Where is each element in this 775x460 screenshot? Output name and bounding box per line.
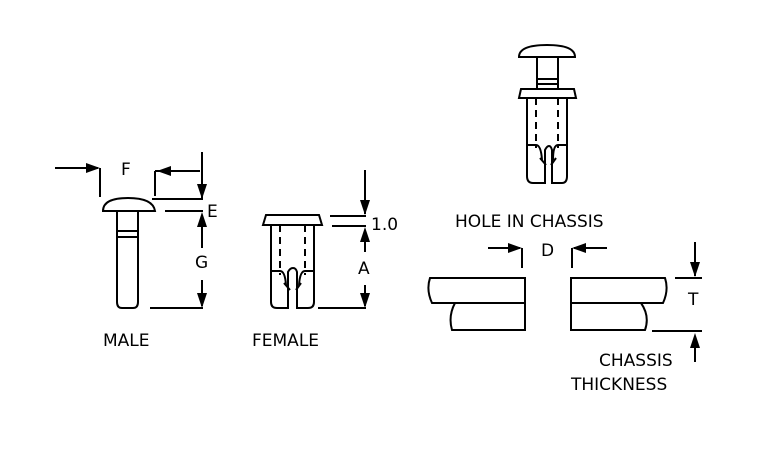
female-fastener bbox=[261, 214, 324, 309]
dimension-a: A bbox=[318, 227, 370, 309]
dimension-f: F bbox=[55, 160, 200, 197]
dimension-1-0: 1.0 bbox=[330, 170, 398, 235]
dim-label-1-0: 1.0 bbox=[371, 215, 398, 235]
label-female: FEMALE bbox=[252, 331, 319, 351]
dimension-t: T bbox=[652, 242, 702, 362]
chassis-right bbox=[570, 277, 668, 331]
dim-label-a: A bbox=[358, 259, 370, 279]
dim-label-t: T bbox=[687, 290, 699, 310]
label-chassis: CHASSIS bbox=[599, 351, 673, 371]
dimension-d: D bbox=[488, 241, 607, 268]
label-thickness: THICKNESS bbox=[570, 375, 667, 395]
dim-label-f: F bbox=[121, 160, 131, 180]
dim-label-d: D bbox=[541, 241, 554, 261]
dim-label-g: G bbox=[195, 253, 208, 273]
dimension-g: G bbox=[150, 212, 208, 309]
dimension-e: E bbox=[152, 152, 218, 222]
dim-label-e: E bbox=[207, 202, 218, 222]
male-fastener bbox=[101, 196, 157, 309]
label-male: MALE bbox=[103, 331, 150, 351]
label-hole-in-chassis: HOLE IN CHASSIS bbox=[455, 212, 604, 232]
chassis-left bbox=[427, 277, 526, 331]
assembled-fastener bbox=[517, 43, 578, 184]
